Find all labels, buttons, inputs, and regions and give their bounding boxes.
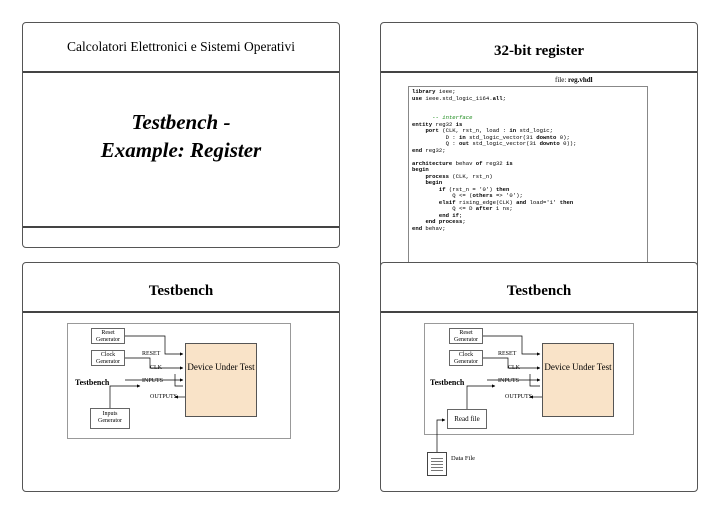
reset-generator-box: Reset Generator	[449, 328, 483, 344]
file-label: file:	[555, 76, 567, 84]
slide-title-line-1: Testbench -	[131, 110, 231, 134]
data-file-icon	[427, 452, 447, 476]
inputs-signal-label: INPUTS	[142, 378, 164, 384]
device-under-test-box: Device Under Test	[542, 343, 614, 417]
slide-title-line-2: Example: Register	[100, 138, 262, 162]
title-divider	[381, 71, 697, 73]
inputs-generator-box: Inputs Generator	[90, 408, 130, 429]
reset-generator-box: Reset Generator	[91, 328, 125, 344]
testbench-label: Testbench	[75, 378, 110, 387]
slide-1: Calcolatori Elettronici e Sistemi Operat…	[22, 22, 340, 248]
read-file-box: Read file	[447, 409, 487, 429]
course-heading: Calcolatori Elettronici e Sistemi Operat…	[67, 39, 295, 54]
inputs-signal-label: INPUTS	[498, 378, 520, 384]
clock-generator-box: Clock Generator	[91, 350, 125, 366]
file-name: reg.vhdl	[568, 76, 593, 84]
testbench-diagram-frame	[67, 323, 291, 439]
testbench-diagram-frame	[424, 323, 634, 435]
outputs-signal-label: OUTPUTS	[505, 394, 533, 400]
testbench-label: Testbench	[430, 378, 465, 387]
slide-3: Testbench	[22, 262, 340, 492]
slide-title: 32-bit register	[493, 43, 585, 59]
top-divider	[23, 71, 339, 73]
outputs-signal-label: OUTPUTS	[150, 394, 178, 400]
bottom-divider	[23, 226, 339, 228]
reset-signal-label: RESET	[498, 351, 517, 357]
slide-title: Testbench	[148, 283, 214, 299]
title-divider	[23, 311, 339, 313]
slide-title: Testbench	[506, 283, 572, 299]
slide-4: Testbench	[380, 262, 698, 492]
clock-generator-box: Clock Generator	[449, 350, 483, 366]
vhdl-code-listing: library ieee; use ieee.std_logic_1164.al…	[408, 86, 648, 274]
file-caption: file: reg.vhdl	[555, 76, 593, 84]
title-divider	[381, 311, 697, 313]
device-under-test-box: Device Under Test	[185, 343, 257, 417]
data-file-label: Data File	[451, 455, 476, 462]
slide-2: 32-bit register	[380, 22, 698, 288]
reset-signal-label: RESET	[142, 351, 161, 357]
